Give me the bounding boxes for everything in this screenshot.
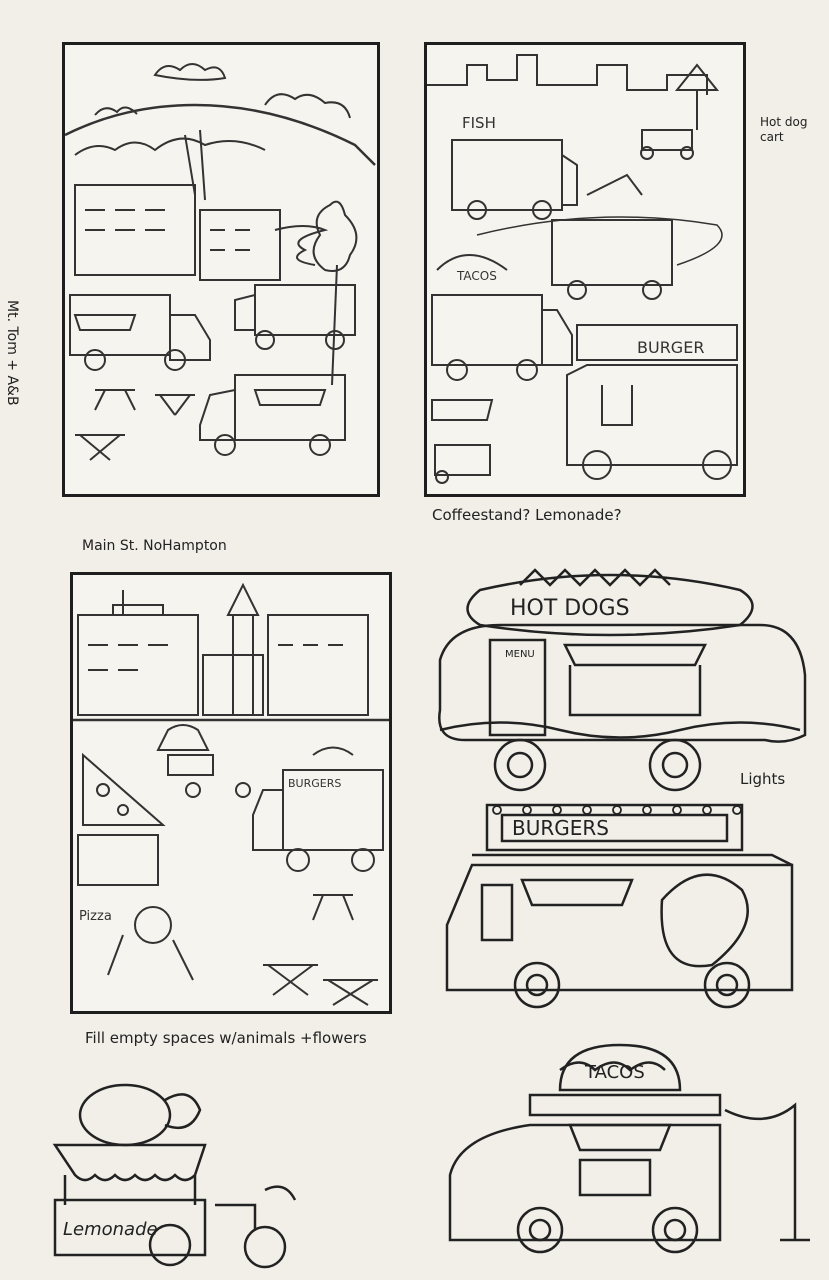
sign-hot-dogs: HOT DOGS [510, 596, 630, 621]
sign-pizza: Pizza [79, 909, 112, 924]
mt-tom-sketch [64, 63, 376, 461]
sign-fish: FISH [462, 114, 496, 132]
annotation-lights: Lights [740, 770, 786, 788]
sign-burgers-small: BURGERS [288, 777, 341, 790]
taco-truck-sketch: TACOS [448, 1043, 810, 1254]
thumbnail-mt-tom [62, 42, 380, 497]
thumbnail-festival: FISH TACOS BURGER [424, 42, 746, 497]
hot-dog-truck-sketch: HOT DOGS MENU [438, 568, 807, 792]
sign-tacos-small: TACOS [456, 269, 497, 283]
sign-lemonade: Lemonade [63, 1219, 158, 1240]
annotation-main-st: Main St. NoHampton [82, 538, 227, 554]
sign-burger: BURGER [637, 338, 704, 357]
annotation-coffee-stand: Coffeestand? Lemonade? [432, 506, 622, 524]
sign-menu: MENU [505, 649, 535, 660]
burger-truck-sketch: BURGERS [445, 803, 794, 1009]
main-st-sketch: BURGERS Pizza [73, 582, 389, 1006]
sign-burgers-big: BURGERS [512, 816, 609, 840]
thumbnail-main-st: BURGERS Pizza [70, 572, 392, 1014]
annotation-hot-dog-cart: Hot dog cart [760, 115, 808, 144]
festival-sketch: FISH TACOS BURGER [427, 54, 738, 484]
sign-tacos-big: TACOS [584, 1062, 645, 1083]
annotation-mt-tom: Mt. Tom + A&B [4, 300, 20, 406]
annotation-fill-spaces: Fill empty spaces w/animals +flowers [85, 1029, 367, 1047]
lemonade-cart-sketch: Lemonade [52, 1083, 297, 1269]
